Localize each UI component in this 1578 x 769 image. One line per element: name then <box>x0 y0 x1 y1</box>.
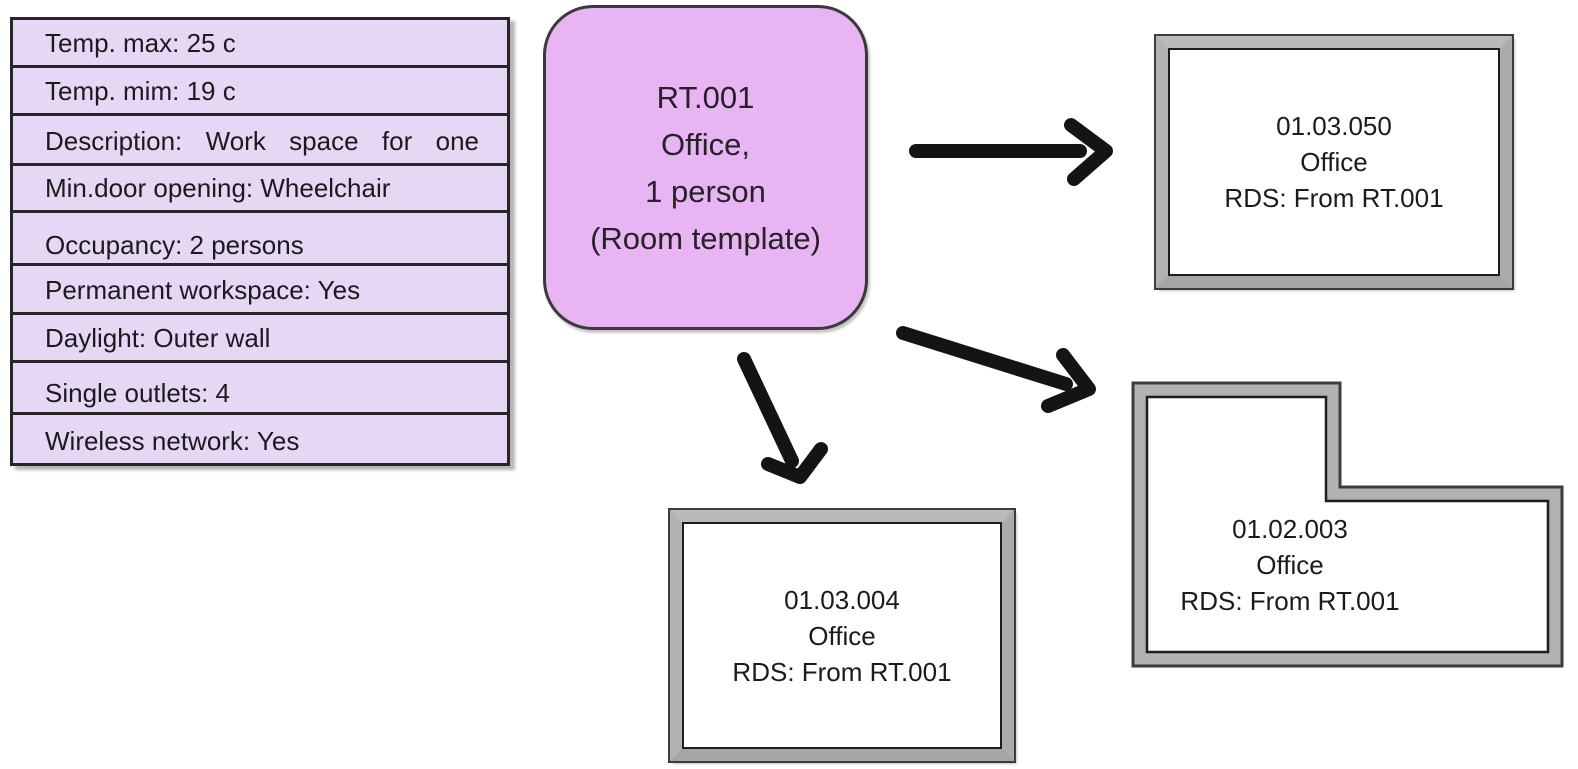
property-label: Temp. max: 25 c <box>45 28 236 58</box>
room-template-caption: (Room template) <box>590 220 821 256</box>
l-room-walls-icon <box>1131 381 1564 668</box>
property-row-temp-min: Temp. mim: 19 c <box>13 68 507 116</box>
property-label: Description: Work space for one <box>45 126 479 156</box>
room-type: Office <box>1256 550 1324 580</box>
room-template-type: Office, <box>660 126 751 162</box>
room-template-id: RT.001 <box>656 79 755 115</box>
room-type: Office <box>808 620 876 651</box>
room-box-01-02-003: 01.02.003 Office RDS: From RT.001 <box>1128 380 1565 669</box>
room-type: Office <box>1300 147 1368 177</box>
room-rds: RDS: From RT.001 <box>1180 586 1400 616</box>
room-rds: RDS: From RT.001 <box>1224 183 1444 213</box>
room-box-01-03-050: 01.03.050 Office RDS: From RT.001 <box>1154 34 1514 290</box>
room-number: 01.02.003 <box>1232 514 1348 544</box>
room-number: 01.03.050 <box>1276 111 1392 141</box>
l-room-label: 01.02.003 Office RDS: From RT.001 <box>1145 511 1435 619</box>
property-label: Daylight: Outer wall <box>45 323 271 353</box>
template-properties-table: Temp. max: 25 c Temp. mim: 19 c Descript… <box>10 17 510 466</box>
property-row-permanent-workspace: Permanent workspace: Yes <box>13 266 507 315</box>
property-label: Single outlets: 4 <box>45 378 231 408</box>
property-label: Permanent workspace: Yes <box>45 275 361 305</box>
property-row-description: Description: Work space for one <box>13 116 507 166</box>
property-label: Temp. mim: 19 c <box>45 76 236 106</box>
room-template-occupancy: 1 person <box>645 173 766 209</box>
arrow-to-room-01-03-050-icon <box>909 118 1113 186</box>
property-row-min-door-opening: Min.door opening: Wheelchair <box>13 166 507 213</box>
property-label: Min.door opening: Wheelchair <box>45 173 391 203</box>
arrow-to-room-01-03-004-icon <box>737 352 828 484</box>
property-label: Occupancy: 2 persons <box>45 230 304 260</box>
room-box-01-03-004: 01.03.004 Office RDS: From RT.001 <box>668 508 1016 763</box>
property-row-single-outlets: Single outlets: 4 <box>13 363 507 415</box>
room-template-node: RT.001 Office, 1 person (Room template) <box>543 5 868 330</box>
property-row-occupancy: Occupancy: 2 persons <box>13 213 507 266</box>
property-label: Wireless network: Yes <box>45 426 300 456</box>
property-row-wireless-network: Wireless network: Yes <box>13 415 507 463</box>
property-row-daylight: Daylight: Outer wall <box>13 315 507 363</box>
property-row-temp-max: Temp. max: 25 c <box>13 20 507 68</box>
room-number: 01.03.004 <box>784 584 900 615</box>
room-rds: RDS: From RT.001 <box>732 656 952 687</box>
arrow-to-room-01-02-003-icon <box>896 326 1096 413</box>
